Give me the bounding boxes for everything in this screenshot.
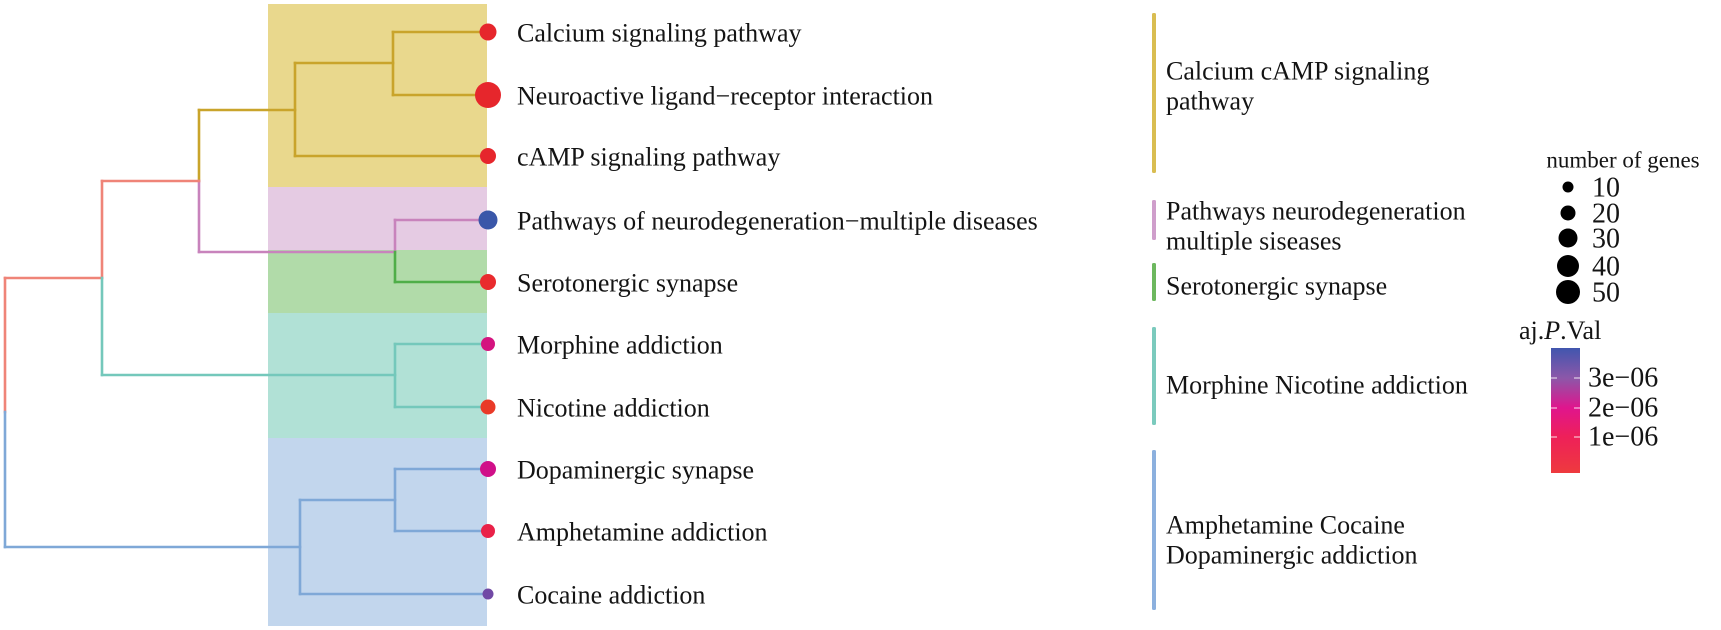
pathway-label: Calcium signaling pathway	[517, 19, 802, 48]
pval-tick-label: 1e−06	[1588, 422, 1658, 453]
pathway-dot	[480, 274, 496, 290]
pathway-dot	[480, 399, 496, 415]
pathway-dot	[479, 23, 497, 41]
cluster-bar-neurodegeneration	[1152, 200, 1156, 240]
genes-legend-value: 50	[1592, 278, 1620, 309]
pathway-label: Cocaine addiction	[517, 581, 705, 610]
genes-legend-dot	[1558, 228, 1578, 248]
genes-legend-dot	[1560, 205, 1576, 221]
cluster-label: pathway	[1166, 87, 1254, 116]
cluster-bar-amphetamine-cocaine-dopaminergic	[1152, 450, 1156, 610]
genes-legend-dot	[1557, 255, 1579, 277]
genes-legend-title: number of genes	[1546, 148, 1699, 173]
pval-colorbar	[1551, 348, 1580, 473]
cluster-label: Amphetamine Cocaine	[1166, 511, 1405, 540]
pathway-dot	[482, 588, 494, 600]
cluster-bar-calcium-camp	[1152, 13, 1156, 173]
pathway-label: cAMP signaling pathway	[517, 143, 780, 172]
pathway-dot	[480, 148, 496, 164]
pathway-dot	[481, 524, 495, 538]
pathway-label: Serotonergic synapse	[517, 269, 738, 298]
pval-tick-label: 3e−06	[1588, 363, 1658, 394]
pathway-label: Dopaminergic synapse	[517, 456, 754, 485]
pathway-dot	[480, 461, 496, 477]
pval-tick-label: 2e−06	[1588, 393, 1658, 424]
pathway-label: Morphine addiction	[517, 331, 723, 360]
cluster-label: Dopaminergic addiction	[1166, 541, 1418, 570]
pathway-label: Pathways of neurodegeneration−multiple d…	[517, 207, 1038, 236]
pathway-label: Nicotine addiction	[517, 394, 710, 423]
cluster-label: Morphine Nicotine addiction	[1166, 371, 1468, 400]
genes-legend-value: 20	[1592, 199, 1620, 230]
genes-legend-dot	[1562, 181, 1574, 193]
cluster-label: Pathways neurodegeneration	[1166, 197, 1466, 226]
cluster-bar-serotonergic	[1152, 263, 1156, 301]
pathway-dot	[475, 82, 501, 108]
pathway-dot	[478, 210, 498, 230]
pval-title-part: .Val	[1560, 316, 1601, 345]
genes-legend-value: 10	[1592, 173, 1620, 204]
genes-legend-value: 30	[1592, 224, 1620, 255]
cluster-background-neurodegeneration	[268, 187, 487, 250]
cluster-label: Serotonergic synapse	[1166, 272, 1387, 301]
genes-legend-dot	[1556, 280, 1580, 304]
pval-legend-title: aj.P.Val	[1519, 316, 1601, 345]
pathway-dot	[481, 337, 495, 351]
genes-legend-value: 40	[1592, 252, 1620, 283]
pathway-label: Neuroactive ligand−receptor interaction	[517, 82, 933, 111]
cluster-bar-morphine-nicotine	[1152, 327, 1156, 425]
pathway-label: Amphetamine addiction	[517, 518, 768, 547]
cluster-label: Calcium cAMP signaling	[1166, 57, 1429, 86]
cluster-label: multiple siseases	[1166, 227, 1341, 256]
pval-title-part: aj.	[1519, 316, 1544, 345]
pval-title-part: P	[1543, 316, 1560, 345]
